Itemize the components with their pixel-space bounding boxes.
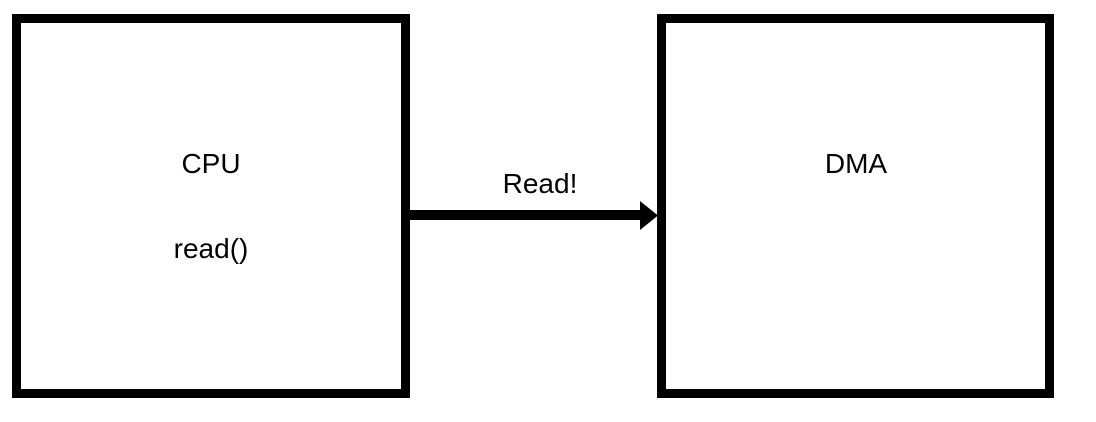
node-cpu-secondary-label: read() bbox=[173, 233, 249, 264]
node-dma[interactable] bbox=[657, 14, 1054, 398]
node-dma-primary-label: DMA bbox=[824, 148, 888, 179]
node-cpu-primary-label: CPU bbox=[181, 148, 241, 179]
node-cpu[interactable] bbox=[12, 14, 410, 398]
arrowhead-icon bbox=[640, 201, 658, 230]
edge-cpu-to-dma[interactable] bbox=[410, 201, 658, 230]
edge-label-read: Read! bbox=[502, 168, 578, 199]
edge-shaft bbox=[410, 210, 641, 220]
